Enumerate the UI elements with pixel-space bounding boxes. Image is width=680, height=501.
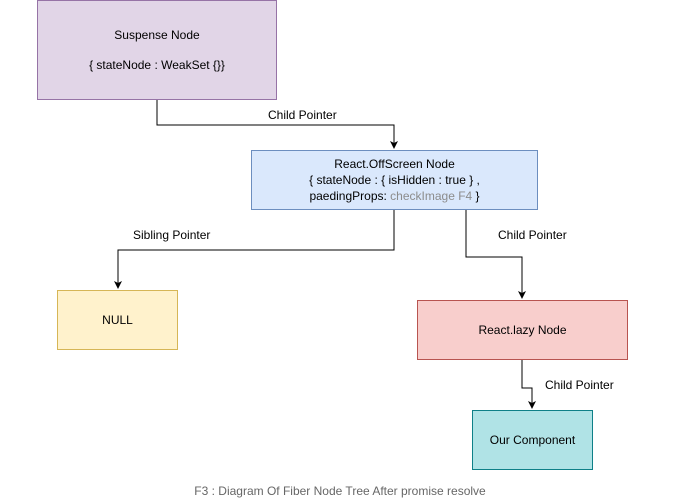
offscreen-node-title: React.OffScreen Node — [334, 156, 455, 171]
edge-suspense-to-offscreen — [156, 100, 398, 149]
offscreen-props-suffix: } — [472, 189, 480, 204]
our-component-node-label: Our Component — [489, 432, 576, 447]
edge-label-offscreen-child: Child Pointer — [498, 228, 567, 242]
offscreen-node-props: paedingProps: checkImage F4 } — [309, 188, 479, 204]
edge-label-offscreen-sibling: Sibling Pointer — [133, 228, 211, 242]
edge-label-lazy-child: Child Pointer — [545, 378, 614, 392]
suspense-node-title: Suspense Node — [114, 27, 200, 42]
offscreen-props-prefix: paedingProps: — [309, 189, 391, 204]
edge-offscreen-to-null — [114, 210, 395, 289]
edge-offscreen-to-lazy — [465, 210, 526, 299]
figure-caption: F3 : Diagram Of Fiber Node Tree After pr… — [194, 484, 486, 498]
offscreen-props-muted: checkImage F4 — [390, 189, 473, 204]
null-node: NULL — [57, 290, 178, 350]
our-component-node: Our Component — [472, 410, 593, 470]
null-node-label: NULL — [102, 312, 133, 327]
offscreen-node-state: { stateNode : { isHidden : true } , — [309, 172, 480, 187]
react-lazy-node-label: React.lazy Node — [478, 322, 567, 337]
suspense-node-state: { stateNode : WeakSet {}} — [89, 58, 225, 72]
edge-lazy-to-component — [521, 360, 536, 409]
offscreen-node: React.OffScreen Node { stateNode : { isH… — [251, 150, 538, 210]
react-lazy-node: React.lazy Node — [417, 300, 628, 360]
suspense-node: Suspense Node { stateNode : WeakSet {}} — [37, 0, 277, 100]
edge-label-suspense-child: Child Pointer — [268, 108, 337, 122]
